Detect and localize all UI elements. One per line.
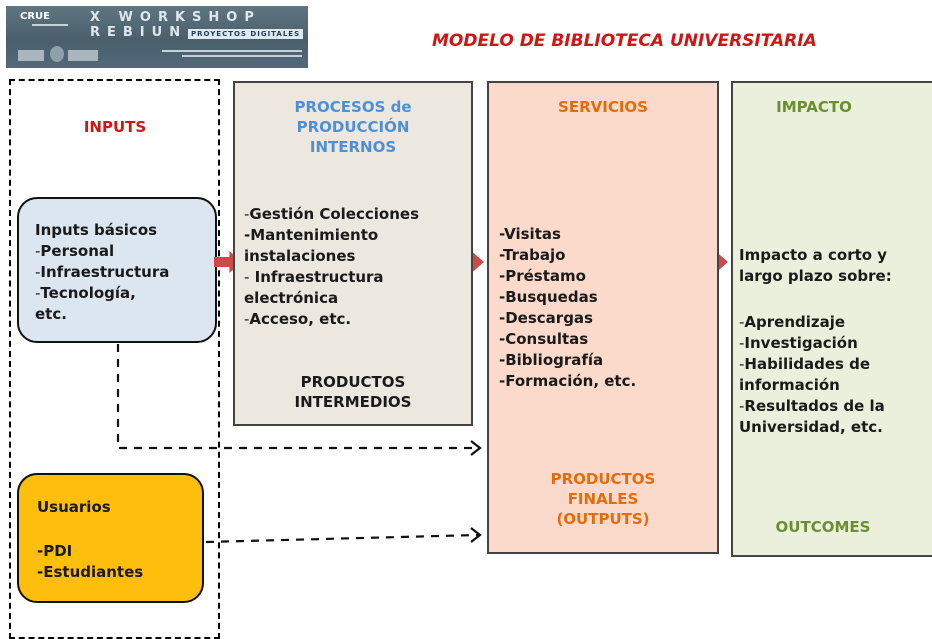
intermediate-products-label: PRODUCTOS INTERMEDIOS: [294, 373, 412, 411]
service-item: -Formación, etc.: [499, 372, 637, 390]
basic-inputs-title: Inputs básicos: [35, 221, 158, 239]
banner-org-subline: [32, 24, 68, 26]
users-title: Usuarios: [37, 498, 111, 516]
impact-column: IMPACTO Impacto a corto y largo plazo so…: [731, 81, 932, 557]
impact-item: -Investigación: [739, 334, 858, 352]
banner-org: CRUE: [20, 11, 50, 22]
process-item: -Acceso, etc.: [244, 310, 352, 328]
page-title: MODELO DE BIBLIOTECA UNIVERSITARIA: [432, 31, 817, 51]
impact-intro: Impacto a corto y: [739, 246, 888, 264]
impact-item: información: [739, 376, 840, 394]
processes-column: PROCESOS de PRODUCCIÓN INTERNOS -Gestión…: [233, 81, 473, 426]
service-item: -Busquedas: [499, 288, 598, 306]
basic-inputs-item: -Infraestructura: [35, 263, 170, 281]
users-to-services-connector: [205, 533, 479, 544]
service-item: -Bibliografía: [499, 351, 604, 369]
impact-item: -Resultados de la: [739, 397, 885, 415]
banner-tagline-lines: [162, 50, 302, 60]
basic-inputs-item: -Tecnología,: [35, 284, 136, 302]
users-item: -PDI: [37, 542, 73, 560]
final-products-label: PRODUCTOS FINALES (OUTPUTS): [550, 470, 656, 528]
users-to-services-arrowhead: [470, 527, 482, 543]
users-box: Usuarios -PDI -Estudiantes: [17, 473, 204, 603]
service-item: -Trabajo: [499, 246, 566, 264]
service-item: -Visitas: [499, 225, 561, 243]
inputs-heading: INPUTS: [83, 118, 147, 136]
impact-item: Universidad, etc.: [739, 418, 883, 436]
service-item: -Descargas: [499, 309, 593, 327]
inputs-to-services-connector: [116, 344, 478, 450]
processes-heading: PROCESOS de PRODUCCIÓN INTERNOS: [294, 98, 412, 156]
process-item: instalaciones: [244, 247, 356, 265]
seal-logo-icon: [50, 46, 64, 62]
impact-item: -Aprendizaje: [739, 313, 846, 331]
services-heading: SERVICIOS: [558, 98, 648, 116]
services-column: SERVICIOS -Visitas -Trabajo -Préstamo -B…: [487, 81, 719, 554]
process-item: -Mantenimiento: [244, 226, 379, 244]
university-logo-icon: [18, 50, 44, 61]
university-logo-icon: [68, 50, 98, 61]
basic-inputs-item: etc.: [35, 305, 67, 323]
users-item: -Estudiantes: [37, 563, 144, 581]
process-item: electrónica: [244, 289, 339, 307]
banner-workshop: X WORKSHOP REBIUN: [90, 10, 261, 40]
service-item: -Préstamo: [499, 267, 586, 285]
basic-inputs-item: -Personal: [35, 242, 115, 260]
impact-heading: IMPACTO: [776, 98, 852, 116]
banner-subtitle: PROYECTOS DIGITALES: [188, 29, 304, 39]
impact-intro: largo plazo sobre:: [739, 267, 892, 285]
outcomes-label: OUTCOMES: [775, 518, 871, 536]
impact-item: -Habilidades de: [739, 355, 871, 373]
basic-inputs-box: Inputs básicos -Personal -Infraestructur…: [17, 197, 217, 343]
inputs-to-services-arrowhead: [470, 440, 482, 456]
process-item: - Infraestructura: [244, 268, 384, 286]
service-item: -Consultas: [499, 330, 589, 348]
process-item: -Gestión Colecciones: [244, 205, 419, 223]
workshop-banner: CRUE X WORKSHOP REBIUN PROYECTOS DIGITAL…: [6, 6, 308, 68]
